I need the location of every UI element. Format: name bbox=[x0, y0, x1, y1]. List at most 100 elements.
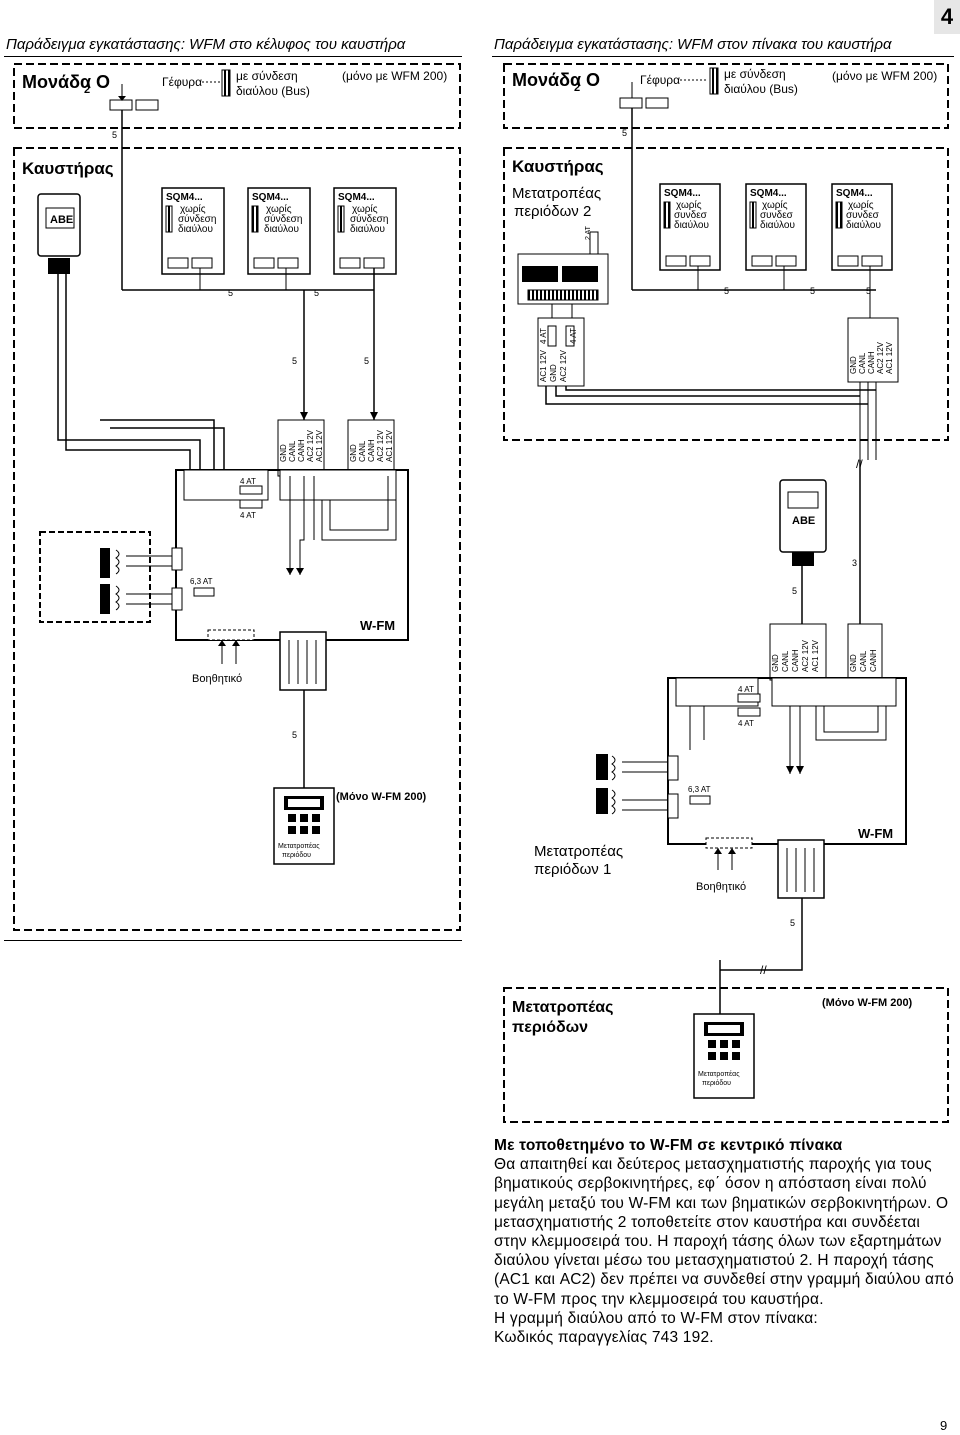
svg-text:4 AT: 4 AT bbox=[738, 719, 754, 728]
svg-text:διαύλου: διαύλου bbox=[846, 219, 881, 231]
svg-text:5: 5 bbox=[364, 356, 369, 366]
left-bus-line2: διαύλου (Bus) bbox=[236, 84, 310, 98]
svg-text:CANL: CANL bbox=[288, 440, 297, 462]
right-sqm-2: SQM4... χωρίς συνδεσ διαύλου bbox=[745, 183, 807, 271]
svg-text:AC2 12V: AC2 12V bbox=[306, 429, 315, 462]
svg-text:χωρίς: χωρίς bbox=[266, 203, 292, 215]
left-o2-subscript: 2 bbox=[84, 84, 90, 96]
header-rule-right bbox=[492, 56, 954, 57]
svg-text:4 AT: 4 AT bbox=[240, 477, 256, 486]
svg-text:AC2 12V: AC2 12V bbox=[801, 639, 810, 672]
svg-text:χωρίς: χωρίς bbox=[762, 199, 788, 211]
svg-text:CANH: CANH bbox=[867, 351, 876, 374]
header-right: Παράδειγμα εγκατάστασης: WFM στον πίνακα… bbox=[494, 36, 892, 53]
svg-text:GND: GND bbox=[549, 364, 558, 382]
svg-text:AC1 12V: AC1 12V bbox=[539, 349, 548, 382]
left-burner-title: Καυστήρας bbox=[22, 159, 114, 178]
svg-text:σύνδεση: σύνδεση bbox=[264, 213, 302, 225]
svg-text:(μόνο με WFM 200): (μόνο με WFM 200) bbox=[832, 69, 937, 83]
svg-text:Μετατροπέας: Μετατροπέας bbox=[512, 185, 601, 202]
svg-text:Μετατροπέας: Μετατροπέας bbox=[512, 999, 613, 1016]
svg-text:περιόδου: περιόδου bbox=[282, 851, 311, 859]
svg-text:περιόδων 2: περιόδων 2 bbox=[514, 203, 591, 220]
svg-text:AC2 12V: AC2 12V bbox=[876, 341, 885, 374]
section-paragraph: Θα απαιτηθεί και δεύτερος μετασχηματιστή… bbox=[494, 1156, 954, 1308]
left-diagram: Μονάδα O 2 Γέφυρα με σύνδεση διαύλου (Bu… bbox=[13, 63, 461, 931]
svg-text:GND: GND bbox=[771, 654, 780, 672]
svg-text:χωρίς: χωρίς bbox=[676, 199, 702, 211]
svg-text:διαύλου: διαύλου bbox=[264, 223, 299, 235]
svg-text:Μετατροπέας: Μετατροπέας bbox=[698, 1070, 740, 1078]
svg-text:CANH: CANH bbox=[367, 439, 376, 462]
svg-text:διαύλου: διαύλου bbox=[760, 219, 795, 231]
svg-text:AC1 12V: AC1 12V bbox=[885, 341, 894, 374]
left-sqm-3: SQM4... χωρίς σύνδεση διαύλου bbox=[333, 187, 397, 275]
svg-text:συνδεσ: συνδεσ bbox=[674, 210, 708, 221]
order-line: Η γραμμή διαύλου από το W-FM στον πίνακα… bbox=[494, 1309, 818, 1327]
svg-text:SQM4...: SQM4... bbox=[836, 188, 873, 199]
svg-text:SQM4...: SQM4... bbox=[252, 192, 289, 203]
svg-text:4 AT: 4 AT bbox=[539, 328, 548, 344]
left-o2-unit-box bbox=[13, 63, 461, 129]
svg-text:CANH: CANH bbox=[791, 649, 800, 672]
svg-text:GND: GND bbox=[279, 444, 288, 462]
svg-text:CANH: CANH bbox=[869, 649, 878, 672]
header-left: Παράδειγμα εγκατάστασης: WFM στο κέλυφος… bbox=[6, 36, 406, 53]
left-only-wfm200-b: (Μόνο W-FM 200) bbox=[336, 791, 427, 803]
svg-text://: // bbox=[760, 963, 767, 977]
svg-text:CANL: CANL bbox=[859, 650, 868, 672]
svg-text:5: 5 bbox=[292, 730, 297, 740]
left-transformer-box bbox=[39, 531, 151, 623]
header-rule-left bbox=[4, 56, 462, 57]
svg-text:χωρίς: χωρίς bbox=[848, 199, 874, 211]
footer-rule-left bbox=[4, 940, 462, 941]
svg-text:περιόδου: περιόδου bbox=[702, 1079, 731, 1087]
left-bridge-label: Γέφυρα bbox=[162, 75, 202, 89]
right-bus-connector-icon bbox=[709, 67, 719, 95]
svg-text:GND: GND bbox=[849, 654, 858, 672]
svg-text:2: 2 bbox=[574, 82, 580, 94]
svg-text:SQM4...: SQM4... bbox=[338, 192, 375, 203]
svg-text:(Μόνο W-FM 200): (Μόνο W-FM 200) bbox=[822, 997, 913, 1009]
right-remote-converter-box bbox=[503, 987, 949, 1123]
right-o2-unit-box bbox=[503, 63, 949, 129]
svg-text:4 AT: 4 AT bbox=[240, 511, 256, 520]
svg-text:4 AT: 4 AT bbox=[738, 685, 754, 694]
svg-text:με σύνδεση: με σύνδεση bbox=[724, 67, 786, 81]
svg-text:5: 5 bbox=[112, 130, 117, 140]
section-title: Με τοποθετημένο το W-FM σε κεντρικό πίνα… bbox=[494, 1137, 843, 1154]
right-sqm-3: SQM4... χωρίς συνδεσ διαύλου bbox=[831, 183, 893, 271]
svg-text:σύνδεση: σύνδεση bbox=[178, 213, 216, 225]
svg-text:AC1 12V: AC1 12V bbox=[811, 639, 820, 672]
svg-text:AC1 12V: AC1 12V bbox=[385, 429, 394, 462]
svg-text:ABE: ABE bbox=[792, 515, 815, 527]
svg-text:4 AT: 4 AT bbox=[569, 328, 578, 344]
svg-text:περιόδων: περιόδων bbox=[512, 1019, 588, 1036]
left-aux-label: Βοηθητικό bbox=[192, 673, 242, 685]
svg-text:περιόδων 1: περιόδων 1 bbox=[534, 861, 611, 878]
right-burner-box bbox=[503, 147, 949, 441]
svg-text:σύνδεση: σύνδεση bbox=[350, 213, 388, 225]
svg-text:διαύλου: διαύλου bbox=[674, 219, 709, 231]
page-number: 9 bbox=[940, 1418, 948, 1433]
svg-text:χωρίς: χωρίς bbox=[352, 203, 378, 215]
svg-text:διαύλου: διαύλου bbox=[350, 223, 385, 235]
svg-text:2 AT: 2 AT bbox=[585, 225, 592, 240]
left-burner-box bbox=[13, 147, 461, 931]
svg-text:χωρίς: χωρίς bbox=[180, 203, 206, 215]
svg-text:Μετατροπέας: Μετατροπέας bbox=[278, 842, 320, 850]
svg-text:W-FM: W-FM bbox=[858, 826, 893, 841]
svg-text:SQM4...: SQM4... bbox=[750, 188, 787, 199]
svg-text:διαύλου (Bus): διαύλου (Bus) bbox=[724, 82, 798, 96]
svg-text:5: 5 bbox=[724, 286, 729, 296]
svg-text:5: 5 bbox=[228, 288, 233, 298]
svg-text:SQM4...: SQM4... bbox=[166, 192, 203, 203]
svg-text:6,3 AT: 6,3 AT bbox=[190, 577, 213, 586]
svg-text:5: 5 bbox=[292, 356, 297, 366]
svg-text:Καυστήρας: Καυστήρας bbox=[512, 157, 604, 176]
body-text: Με τοποθετημένο το W-FM σε κεντρικό πίνα… bbox=[494, 1136, 954, 1347]
order-code: Κωδικός παραγγελίας 743 192. bbox=[494, 1329, 714, 1347]
svg-text:5: 5 bbox=[314, 288, 319, 298]
svg-text:Μετατροπέας: Μετατροπέας bbox=[534, 843, 623, 860]
